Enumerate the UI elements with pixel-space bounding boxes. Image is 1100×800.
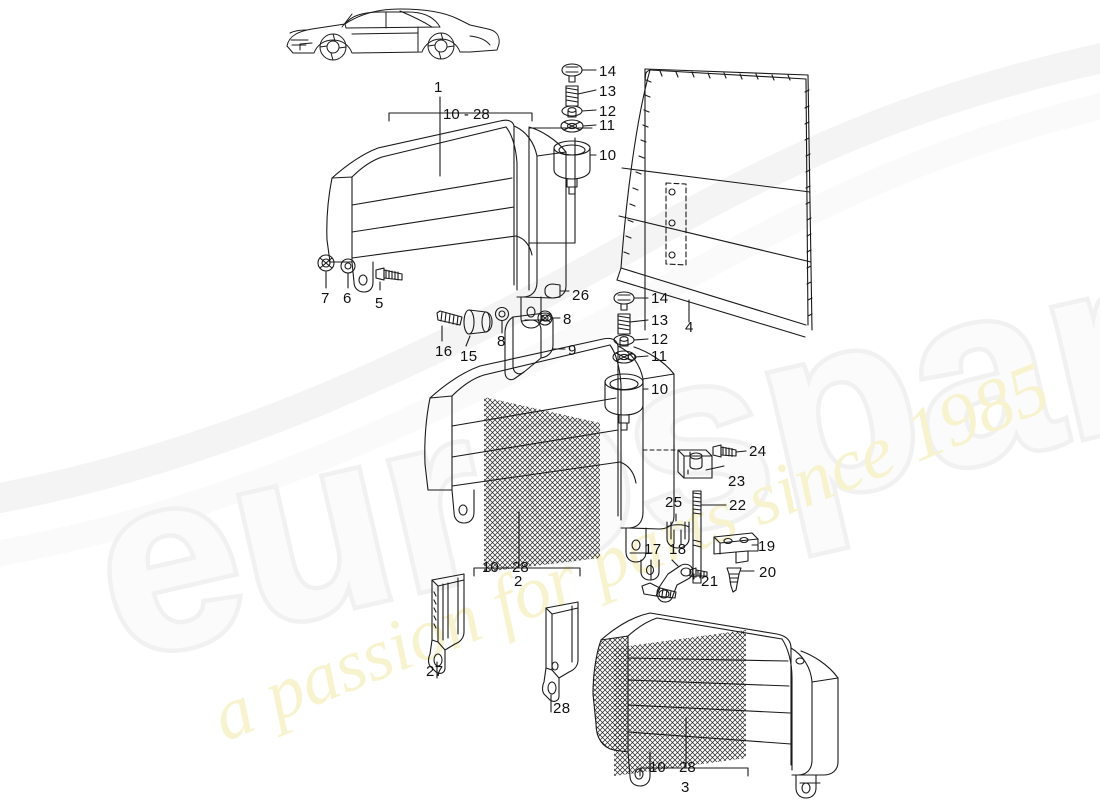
backrest-assembly-1	[326, 119, 593, 329]
callout-label-10b[interactable]: 10	[651, 381, 669, 398]
callout-label-1[interactable]: 1	[434, 79, 443, 96]
part-28-side-trim-right	[541, 601, 579, 713]
part-15-bush	[463, 309, 493, 347]
callout-label-27[interactable]: 27	[426, 663, 444, 680]
callout-label-13b[interactable]: 13	[651, 312, 669, 329]
part-11-washer-upper	[560, 119, 597, 133]
callout-label-21[interactable]: 21	[701, 573, 719, 590]
part-14-knob-upper	[561, 63, 597, 83]
range-label-3: 10 - 28	[649, 759, 696, 776]
callout-label-3[interactable]: 3	[681, 779, 690, 796]
part-23-lock-block	[677, 449, 725, 479]
callout-label-20[interactable]: 20	[759, 564, 777, 581]
part-12-grommet-upper	[561, 105, 597, 118]
callout-label-25[interactable]: 25	[665, 494, 683, 511]
callout-label-2[interactable]: 2	[514, 573, 523, 590]
callout-label-8[interactable]: 8	[563, 311, 572, 328]
part-26-plug	[544, 283, 570, 299]
callout-label-22[interactable]: 22	[729, 497, 747, 514]
part-22-threaded-rod	[692, 490, 727, 584]
callout-label-19[interactable]: 19	[758, 538, 776, 555]
callout-label-10[interactable]: 10	[599, 147, 617, 164]
callout-label-11b[interactable]: 11	[651, 348, 668, 365]
callout-label-8b[interactable]: 8	[497, 333, 506, 350]
part-24-rod-screw	[712, 444, 747, 458]
callout-label-14[interactable]: 14	[599, 63, 617, 80]
part-8-nut-left	[494, 306, 510, 334]
part-20-tapping-screw	[726, 567, 755, 593]
part-18-lever-link	[656, 559, 694, 603]
backrest-assembly-2	[424, 337, 691, 581]
part-27-side-trim-left	[427, 573, 465, 679]
callout-label-23[interactable]: 23	[728, 473, 746, 490]
part-25-clip	[666, 513, 690, 549]
callout-label-16[interactable]: 16	[435, 343, 453, 360]
callout-label-6[interactable]: 6	[343, 290, 352, 307]
callout-label-26[interactable]: 26	[572, 287, 590, 304]
part-9-cover-cap	[504, 312, 566, 381]
part-14-knob-lower	[613, 291, 649, 311]
part-6-washer	[340, 258, 356, 289]
callout-label-11[interactable]: 11	[599, 117, 616, 134]
callout-label-4[interactable]: 4	[685, 319, 694, 336]
callout-label-15[interactable]: 15	[460, 348, 478, 365]
part-21-small-screw	[689, 567, 708, 580]
callout-label-7[interactable]: 7	[321, 290, 330, 307]
callout-label-9[interactable]: 9	[568, 342, 577, 359]
range-label-2: 10 - 28	[482, 559, 529, 576]
part-19-bracket-latch	[713, 532, 759, 564]
rear-panel-4	[616, 68, 813, 338]
callout-label-18[interactable]: 18	[669, 541, 687, 558]
part-16-pin	[436, 310, 463, 342]
callout-label-12[interactable]: 12	[599, 103, 617, 120]
backrest-assembly-3	[592, 612, 839, 799]
part-12-grommet-lower	[613, 334, 649, 347]
callout-label-17[interactable]: 17	[644, 541, 662, 558]
part-13-spring-lower	[617, 313, 649, 335]
callout-label-12b[interactable]: 12	[651, 331, 669, 348]
range-label-1: 10 - 28	[443, 106, 490, 123]
part-10-socket-upper	[553, 140, 597, 195]
callout-label-28[interactable]: 28	[553, 700, 571, 717]
part-7-nut	[317, 254, 335, 289]
callout-label-14b[interactable]: 14	[651, 290, 669, 307]
part-11-washer-lower	[612, 350, 649, 364]
part-5-screw	[375, 267, 403, 291]
callout-label-13[interactable]: 13	[599, 83, 617, 100]
part-10-socket-lower	[604, 373, 649, 431]
callout-label-5[interactable]: 5	[375, 295, 384, 312]
callout-1-leader	[388, 96, 533, 177]
porsche-911-cabriolet-icon	[286, 8, 500, 61]
part-13-spring-upper	[565, 85, 597, 107]
callout-label-24[interactable]: 24	[749, 443, 767, 460]
